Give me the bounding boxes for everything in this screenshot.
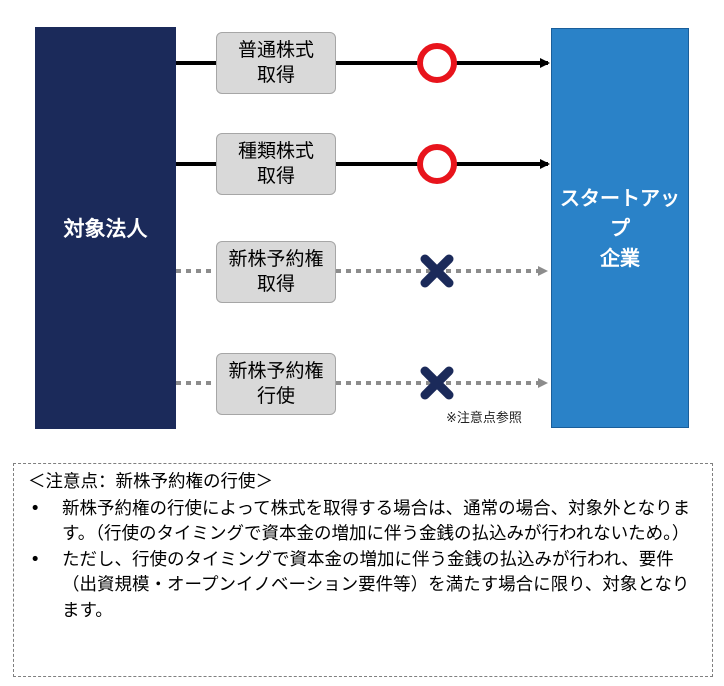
flow-label-warrant-exercise: 新株予約権 行使: [216, 353, 336, 415]
caution-note-item: • ただし、行使のタイミングで資本金の増加に伴う金銭の払込みが行われ、要件（出資…: [28, 548, 702, 625]
startup-company-label: スタートアップ 企業: [560, 186, 680, 270]
flow-label-warrant-acquisition: 新株予約権 取得: [216, 241, 336, 303]
allowed-circle-icon: [417, 43, 457, 83]
not-allowed-cross-icon: [420, 254, 454, 288]
flow-label-common-shares: 普通株式 取得: [216, 32, 336, 94]
caution-note-box: ＜注意点：新株予約権の行使＞ • 新株予約権の行使によって株式を取得する場合は、…: [13, 463, 713, 677]
flow-label-class-shares: 種類株式 取得: [216, 133, 336, 195]
bullet-icon: •: [30, 498, 41, 519]
not-allowed-cross-icon: [420, 366, 454, 400]
caution-note-text: 新株予約権の行使によって株式を取得する場合は、通常の場合、対象外となります。（行…: [62, 498, 691, 545]
caution-note-title: ＜注意点：新株予約権の行使＞: [28, 472, 273, 492]
target-corporation-box: 対象法人: [35, 27, 176, 429]
flow-arrows: [176, 43, 550, 400]
allowed-circle-icon: [417, 144, 457, 184]
caution-note-list: • 新株予約権の行使によって株式を取得する場合は、通常の場合、対象外となります。…: [28, 497, 702, 625]
target-corporation-label: 対象法人: [63, 217, 148, 241]
caution-note-item: • 新株予約権の行使によって株式を取得する場合は、通常の場合、対象外となります。…: [28, 497, 702, 548]
caution-note-text: ただし、行使のタイミングで資本金の増加に伴う金銭の払込みが行われ、要件（出資規模…: [62, 549, 690, 621]
footnote-reference: ※注意点参照: [446, 411, 522, 426]
startup-company-box: スタートアップ 企業: [551, 28, 689, 428]
bullet-icon: •: [30, 549, 41, 570]
